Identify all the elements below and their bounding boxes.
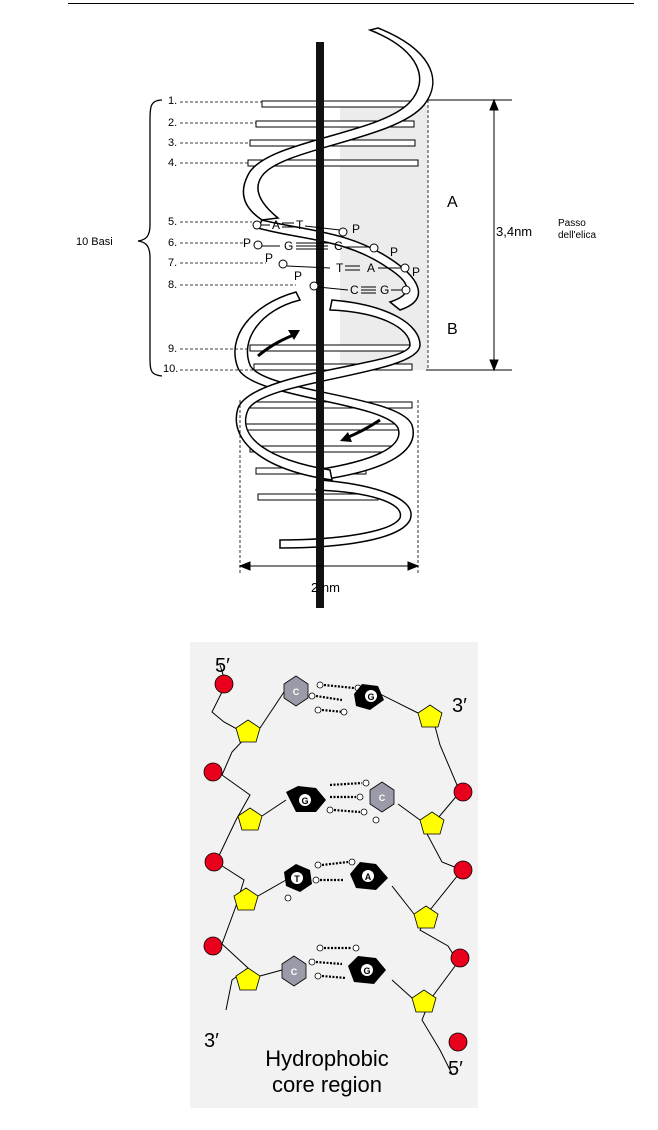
pair-row7-left: T	[336, 261, 344, 275]
region-brackets	[426, 99, 512, 371]
pair-row6-left: G	[284, 239, 293, 253]
base-number-5: 5.	[168, 216, 177, 228]
pitch-label-line2: dell'elica	[558, 230, 596, 241]
pair-row5-right: T	[296, 218, 304, 232]
base-number-1: 1.	[168, 95, 177, 107]
pitch-arrow	[489, 98, 499, 372]
phosphate-row7: P	[265, 251, 273, 265]
phosphate-row6b: P	[390, 245, 398, 259]
phosphate-row8: P	[294, 269, 302, 283]
helix-backbones	[234, 27, 434, 549]
base-number-3: 3.	[168, 137, 177, 149]
base-pair-rows: A T P P G C P P T A P P C G	[243, 218, 420, 297]
helix-shading	[340, 105, 428, 370]
width-arrow	[238, 561, 420, 571]
region-a-label: A	[447, 194, 458, 211]
bases-brace	[137, 99, 163, 377]
pair-row8-left: C	[350, 283, 359, 297]
base-number-8: 8.	[168, 279, 177, 291]
helix-axis	[316, 42, 324, 608]
dashed-leaders	[180, 100, 429, 575]
pair-row8-right: G	[380, 283, 389, 297]
brace-label: 10 Basi	[76, 236, 113, 248]
base-number-10: 10.	[163, 363, 178, 375]
base-number-9: 9.	[168, 343, 177, 355]
direction-arrows	[257, 330, 381, 442]
width-label: 2 nm	[311, 580, 340, 595]
pair-row6-right: C	[334, 239, 343, 253]
pair-row7-right: A	[367, 261, 375, 275]
pitch-label-line1: Passo	[558, 218, 586, 229]
base-number-4: 4.	[168, 157, 177, 169]
pair-row5-left: A	[272, 218, 280, 232]
double-helix-diagram: A T P P G C P P T A P P C G	[76, 27, 596, 608]
base-number-2: 2.	[168, 117, 177, 129]
phosphate-row6: P	[243, 236, 251, 250]
top-rule	[68, 3, 634, 4]
pitch-value: 3,4nm	[496, 224, 532, 239]
ladder-panel	[190, 642, 478, 1108]
region-b-label: B	[447, 321, 458, 338]
base-number-7: 7.	[168, 257, 177, 269]
phosphate-row5: P	[352, 222, 360, 236]
phosphate-row7b: P	[412, 265, 420, 279]
base-number-labels: 1. 2. 3. 4. 5. 6. 7. 8. 9. 10.	[163, 95, 178, 375]
base-number-6: 6.	[168, 237, 177, 249]
